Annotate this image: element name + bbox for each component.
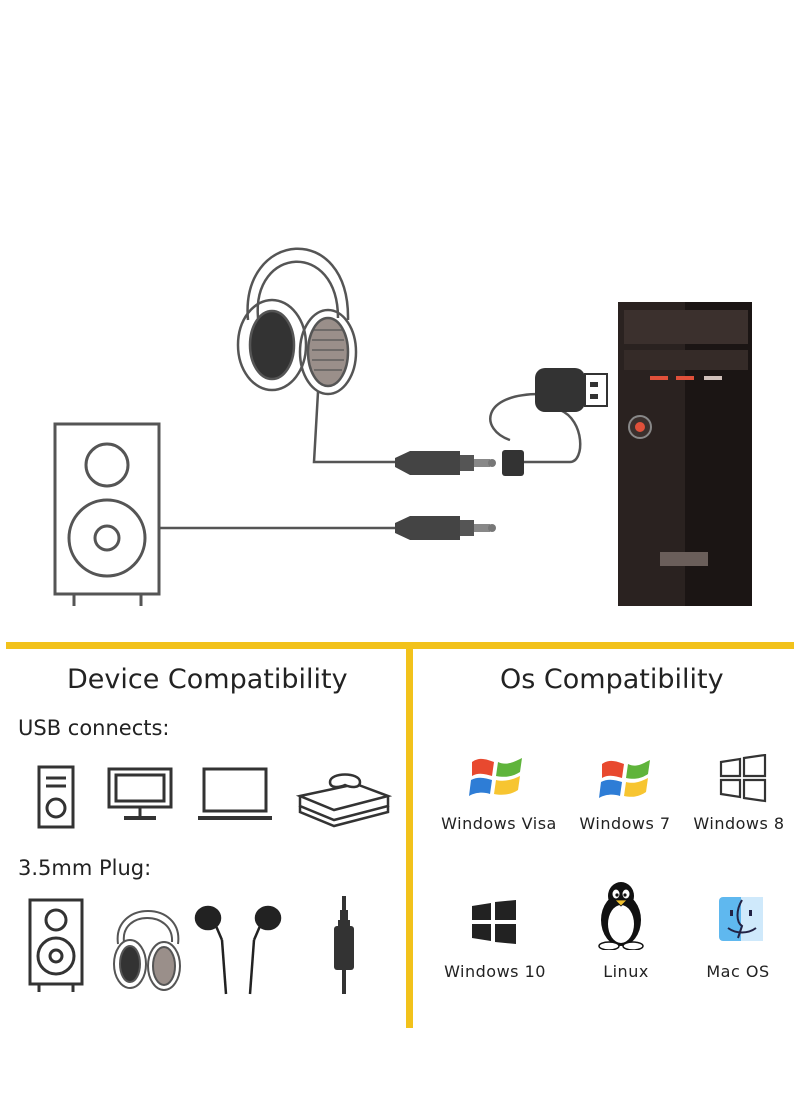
windows-7-logo-icon [598, 752, 652, 806]
os-label-windows-visa: Windows Visa [441, 814, 557, 833]
laptop-icon [196, 766, 274, 824]
os-label-windows-8: Windows 8 [693, 814, 785, 833]
headphones-icon [108, 900, 188, 996]
speaker-jack-plug [395, 516, 496, 540]
device-compatibility-title: Device Compatibility [67, 664, 348, 695]
game-console-icon [296, 766, 392, 828]
3-5mm-plug-label: 3.5mm Plug: [18, 856, 152, 880]
pc-tower [618, 302, 752, 606]
headphones-illustration [236, 247, 358, 396]
os-label-windows-7: Windows 7 [579, 814, 671, 833]
connection-diagram-svg [53, 247, 752, 606]
windows-8-logo-icon [718, 754, 768, 804]
linux-tux-icon [596, 880, 646, 950]
headphone-cable [312, 391, 395, 464]
os-label-linux: Linux [603, 962, 649, 981]
windows-xp-logo-icon [468, 750, 524, 806]
desktop-monitor-icon [106, 766, 174, 824]
vertical-divider [406, 648, 413, 1028]
horizontal-divider [6, 642, 794, 649]
connection-diagram [53, 247, 752, 606]
earphones-icon [192, 900, 284, 996]
os-label-windows-10: Windows 10 [444, 962, 546, 981]
windows-10-logo-icon [470, 900, 518, 944]
usb-connects-label: USB connects: [18, 716, 170, 740]
os-compatibility-title: Os Compatibility [500, 664, 724, 695]
audio-jack-icon [328, 894, 360, 998]
os-label-mac-os: Mac OS [706, 962, 770, 981]
usb-adapter [489, 368, 608, 476]
pc-tower-icon [36, 764, 76, 830]
speaker-icon [53, 422, 161, 606]
speaker-icon [26, 896, 86, 994]
headphone-jack-plug [395, 451, 496, 475]
mac-finder-icon [718, 896, 764, 942]
